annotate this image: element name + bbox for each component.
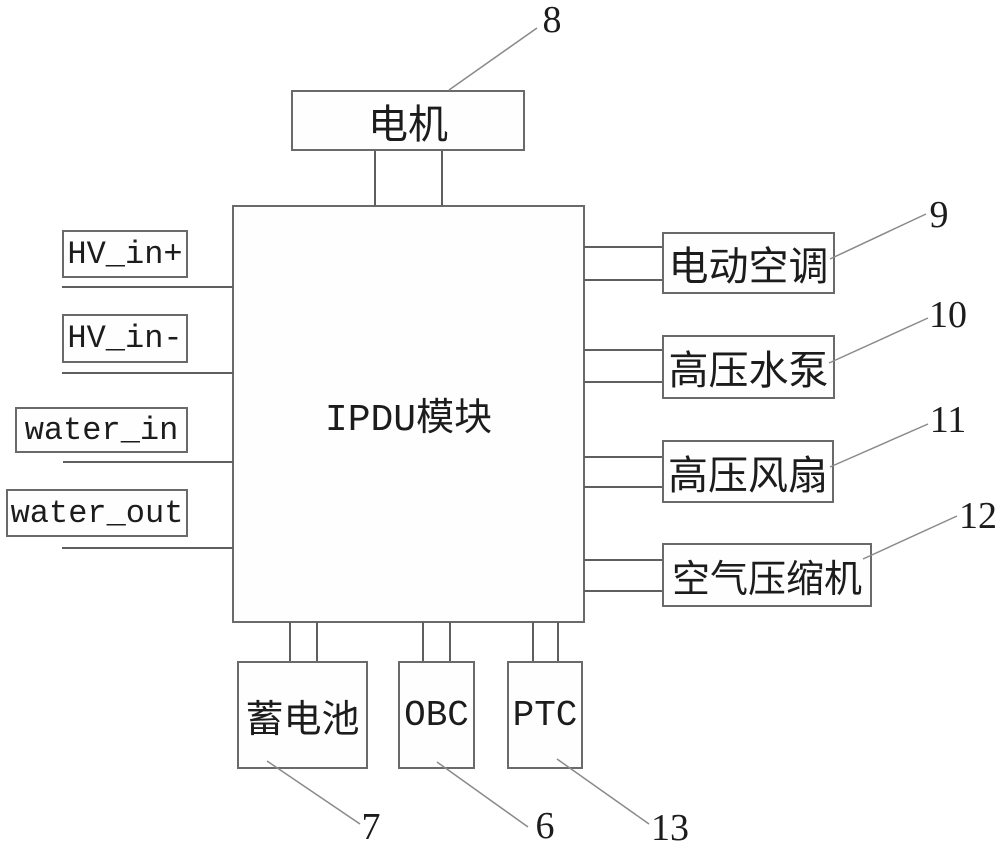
ref-numeral-air-compressor: 12 [959, 495, 997, 537]
leader-line-9 [829, 213, 927, 260]
water-in-label: water_in [24, 411, 179, 449]
ref-numeral-battery: 7 [361, 806, 381, 848]
leader-line-10 [828, 317, 929, 364]
hv-water-pump-label: 高压水泵 [668, 348, 829, 393]
hv-in-plus-port-box: HV_in+ [62, 230, 188, 278]
ref-numeral-motor: 8 [542, 0, 562, 41]
ref-numeral-obc: 6 [535, 805, 555, 847]
hv-fan-box: 高压风扇 [662, 440, 834, 503]
ref-numeral-electric-ac: 9 [929, 194, 949, 236]
water-out-port-box: water_out [6, 489, 188, 537]
hv-in-plus-label: HV_in+ [67, 235, 183, 273]
ref-numeral-ptc: 13 [651, 807, 689, 849]
hv-in-minus-label: HV_in- [67, 320, 183, 357]
leader-line-11 [829, 423, 929, 468]
leader-line-6 [436, 761, 529, 828]
leader-line-12 [862, 515, 958, 560]
hv-in-minus-port-box: HV_in- [62, 314, 188, 363]
hv-fan-label: 高压风扇 [668, 452, 828, 498]
leader-line-8 [448, 27, 538, 91]
obc-box: OBC [398, 661, 475, 769]
water-out-label: water_out [10, 494, 184, 532]
ipdu-module-label: IPDU模块 [324, 399, 493, 442]
ref-numeral-hv-water-pump: 10 [929, 294, 967, 336]
water-in-port-box: water_in [15, 407, 188, 453]
leader-line-7 [266, 760, 361, 825]
ptc-label: PTC [512, 694, 578, 736]
electric-ac-label: 电动空调 [668, 244, 829, 289]
obc-label: OBC [404, 694, 469, 736]
ipdu-module-box: IPDU模块 [232, 205, 585, 623]
air-compressor-box: 空气压缩机 [662, 543, 872, 607]
battery-label: 蓄电池 [245, 698, 360, 741]
air-compressor-label: 空气压缩机 [671, 558, 862, 601]
battery-box: 蓄电池 [237, 661, 368, 769]
motor-box: 电机 [291, 90, 525, 151]
electric-ac-box: 电动空调 [662, 232, 835, 294]
ptc-box: PTC [507, 661, 583, 769]
hv-water-pump-box: 高压水泵 [662, 335, 835, 399]
ref-numeral-hv-fan: 11 [929, 399, 967, 441]
motor-label: 电机 [368, 101, 448, 147]
